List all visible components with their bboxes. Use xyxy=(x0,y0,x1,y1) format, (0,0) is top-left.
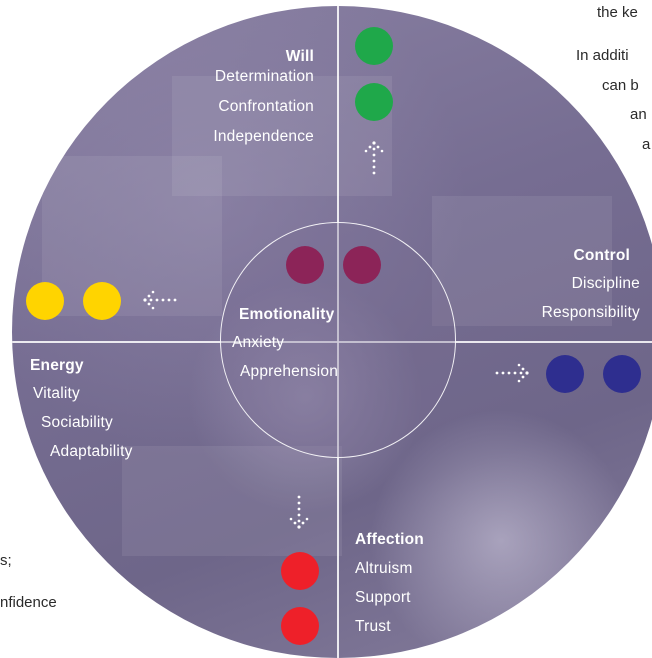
will-trait: Confrontation xyxy=(218,98,314,115)
personality-wheel: Will Determination Confrontation Indepen… xyxy=(12,6,652,658)
arrow-down-icon xyxy=(289,495,309,529)
arrow-right-icon xyxy=(495,363,529,383)
control-trait: Responsibility xyxy=(541,304,640,321)
edge-text-top-3: can b xyxy=(602,77,639,94)
emotionality-trait: Apprehension xyxy=(240,363,339,380)
energy-trait: Vitality xyxy=(33,385,80,402)
background-photo-block xyxy=(122,446,342,556)
arrow-up-icon xyxy=(364,141,384,175)
edge-text-bottom-1: s; xyxy=(0,552,12,569)
center-circle xyxy=(220,222,456,458)
affection-trait: Support xyxy=(355,589,411,606)
emotionality-trait: Anxiety xyxy=(232,334,285,351)
affection-dot xyxy=(281,607,319,645)
affection-trait: Altruism xyxy=(355,560,413,577)
emotionality-dot xyxy=(286,246,324,284)
edge-text-top-2: In additi xyxy=(576,47,629,64)
control-dot xyxy=(546,355,584,393)
control-dot xyxy=(603,355,641,393)
edge-text-bottom-2: nfidence xyxy=(0,594,57,611)
emotionality-dot xyxy=(343,246,381,284)
affection-dot xyxy=(281,552,319,590)
control-title: Control xyxy=(573,247,630,264)
affection-title: Affection xyxy=(355,531,424,548)
emotionality-title: Emotionality xyxy=(239,306,335,323)
affection-trait: Trust xyxy=(355,618,391,635)
background-photo-block xyxy=(42,156,222,316)
will-dot xyxy=(355,27,393,65)
energy-trait: Adaptability xyxy=(50,443,133,460)
will-dot xyxy=(355,83,393,121)
will-trait: Determination xyxy=(214,68,314,85)
edge-text-top-5: a xyxy=(642,136,651,153)
edge-text-top-4: an xyxy=(630,106,647,123)
control-trait: Discipline xyxy=(571,275,640,292)
energy-dot xyxy=(26,282,64,320)
energy-dot xyxy=(83,282,121,320)
energy-title: Energy xyxy=(30,357,84,374)
will-trait: Independence xyxy=(213,128,314,145)
energy-trait: Sociability xyxy=(41,414,113,431)
arrow-left-icon xyxy=(143,290,177,310)
background-photo-block xyxy=(432,196,612,326)
edge-text-top-1: the ke xyxy=(597,4,638,21)
will-title: Will xyxy=(285,48,314,65)
